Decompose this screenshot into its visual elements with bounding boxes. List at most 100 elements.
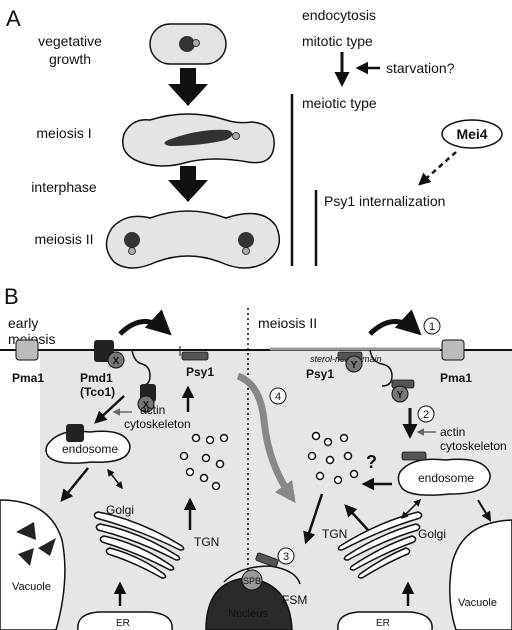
endocytosed-psy1: Y bbox=[391, 379, 415, 403]
er-right-label: ER bbox=[376, 618, 390, 629]
stage-label-meiosis-2: meiosis II bbox=[34, 231, 93, 247]
panel-b-letter: B bbox=[4, 284, 19, 309]
golgi-left bbox=[93, 511, 185, 579]
step-1-circle bbox=[423, 317, 441, 335]
nucleus-vegetative bbox=[179, 36, 195, 52]
endosome-right-label: endosome bbox=[418, 471, 474, 485]
stage-label-growth: growth bbox=[49, 51, 91, 67]
pma1-left-label: Pma1 bbox=[12, 371, 44, 385]
arrow-mei4-dashed bbox=[418, 151, 457, 186]
nucleus-meiosis-2-left bbox=[124, 232, 140, 248]
golgi-right-label: Golgi bbox=[418, 527, 446, 541]
pma1-right-label: Pma1 bbox=[440, 371, 472, 385]
arrow-vegetative-to-meiosis1 bbox=[168, 68, 208, 106]
mitotic-type-label: mitotic type bbox=[302, 33, 373, 49]
psy1-left: Psy1 bbox=[179, 346, 214, 379]
pma1-left: Pma1 bbox=[12, 339, 44, 385]
mei4-label: Mei4 bbox=[456, 126, 487, 142]
mei4-bubble bbox=[441, 119, 503, 149]
x-label-2: X bbox=[143, 400, 150, 411]
step-1-label: 1 bbox=[429, 321, 435, 333]
fsm-membrane bbox=[223, 565, 301, 585]
actin-right-label-1: actin bbox=[440, 425, 465, 439]
endosome-left-cargo bbox=[66, 424, 84, 442]
endosome-left-label: endosome bbox=[62, 442, 118, 456]
curved-arrow-right bbox=[368, 309, 422, 336]
vesicles-left bbox=[179, 433, 229, 491]
pmd1-label: Pmd1 bbox=[80, 371, 113, 385]
spindle-nucleus-meiosis-1 bbox=[164, 129, 233, 146]
cell-meiosis-2 bbox=[105, 210, 281, 269]
arrow-endosome-golgi-left bbox=[107, 468, 123, 490]
vacuole-left-label: Vacuole bbox=[12, 581, 51, 593]
cell-vegetative bbox=[149, 23, 227, 65]
actin-left-label-2: cytoskeleton bbox=[124, 417, 191, 431]
panel-a-endocytosis: endocytosis mitotic type starvation? mei… bbox=[290, 7, 503, 266]
vacuole-left bbox=[0, 499, 66, 630]
title-early: early bbox=[8, 315, 38, 331]
step-2-circle bbox=[417, 405, 435, 423]
arrow-endosome-vacuole-right bbox=[477, 499, 492, 522]
arrow-4-grey bbox=[236, 372, 296, 504]
title-meiosis-2: meiosis II bbox=[258, 315, 317, 331]
spb-circle bbox=[241, 569, 263, 591]
psy1-internalization-label: Psy1 internalization bbox=[324, 193, 445, 209]
endocytosed-pmd1: X bbox=[137, 384, 156, 413]
arrow-endosome-vacuole-left bbox=[60, 467, 89, 502]
vacuole-left-aggregates bbox=[16, 522, 56, 566]
tgn-right-label: TGN bbox=[322, 527, 347, 541]
stage-label-meiosis-1: meiosis I bbox=[36, 125, 91, 141]
step-4-label: 4 bbox=[275, 391, 281, 403]
question-mark: ? bbox=[366, 452, 377, 472]
tco1-label: (Tco1) bbox=[80, 385, 115, 399]
er-right bbox=[337, 611, 433, 630]
panel-a-letter: A bbox=[6, 6, 21, 31]
invagination-right bbox=[369, 349, 393, 387]
nucleus-label: Nucleus bbox=[228, 608, 268, 620]
y-protein-1 bbox=[345, 355, 363, 373]
endosome-right bbox=[397, 458, 491, 496]
er-left bbox=[77, 611, 173, 630]
arrow-tgn-vesicles-right bbox=[344, 504, 369, 531]
psy1-on-fsm bbox=[255, 552, 279, 568]
y-protein-2 bbox=[391, 385, 409, 403]
stage-labels: vegetative growth meiosis I interphase m… bbox=[31, 33, 102, 247]
step-2-label: 2 bbox=[423, 409, 429, 421]
cell-meiosis-1 bbox=[122, 113, 275, 167]
psy1-right-label: Psy1 bbox=[306, 367, 334, 381]
actin-right-label-2: cytoskeleton bbox=[440, 439, 507, 453]
endosome-right-cargo bbox=[401, 451, 427, 461]
tgn-left-label: TGN bbox=[194, 535, 219, 549]
invagination-left bbox=[131, 349, 151, 387]
step-4-circle bbox=[269, 387, 287, 405]
step-3-label: 3 bbox=[283, 551, 289, 563]
fsm-label: FSM bbox=[282, 593, 307, 607]
pmd1-complex: X Pmd1 (Tco1) bbox=[80, 340, 125, 399]
stage-label-interphase: interphase bbox=[31, 179, 97, 195]
arrow-vesicles-to-fsm bbox=[303, 493, 324, 545]
curved-arrow-left bbox=[118, 309, 172, 336]
vesicles-right bbox=[307, 431, 359, 485]
golgi-right bbox=[337, 511, 423, 579]
x-protein-1 bbox=[107, 351, 125, 369]
x-label-1: X bbox=[113, 356, 120, 367]
psy1-right: Y Psy1 bbox=[306, 351, 363, 381]
arrow-actin-left bbox=[94, 395, 125, 424]
golgi-left-label: Golgi bbox=[106, 503, 134, 517]
psy1-left-label: Psy1 bbox=[186, 365, 214, 379]
endocytosis-label: endocytosis bbox=[302, 7, 376, 23]
spb-label: SPB bbox=[243, 576, 261, 586]
nucleus-meiosis-2-right bbox=[238, 232, 254, 248]
x-protein-2 bbox=[137, 395, 155, 413]
y-label-1: Y bbox=[351, 360, 358, 371]
actin-left-label-1: actin bbox=[140, 403, 165, 417]
er-left-label: ER bbox=[116, 618, 130, 629]
arrow-meiosis1-to-meiosis2 bbox=[168, 166, 208, 202]
meiotic-type-label: meiotic type bbox=[302, 95, 377, 111]
vacuole-right bbox=[449, 519, 512, 630]
stage-label-vegetative: vegetative bbox=[38, 33, 102, 49]
starvation-label: starvation? bbox=[386, 60, 455, 76]
vacuole-right-label: Vacuole bbox=[458, 597, 497, 609]
pma1-right: Pma1 bbox=[440, 339, 472, 385]
